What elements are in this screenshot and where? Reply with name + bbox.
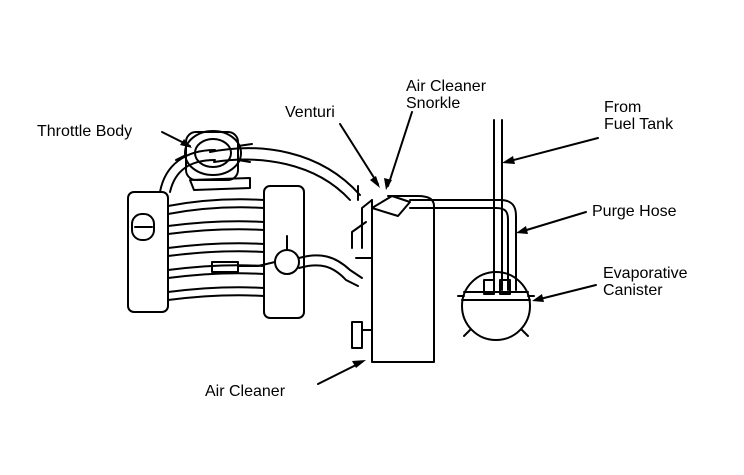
label-from-fuel-tank: From Fuel Tank (604, 99, 674, 133)
label-purge-hose: Purge Hose (592, 203, 677, 220)
fuel-tank-line (493, 119, 503, 291)
purge-hose-line (409, 199, 517, 291)
air-cleaner-housing (351, 185, 435, 363)
label-evaporative-canister: Evaporative Canister (603, 265, 688, 299)
label-air-cleaner-snorkle: Air Cleaner Snorkle (406, 78, 487, 112)
label-throttle-body: Throttle Body (37, 123, 133, 140)
vacuum-line (211, 235, 363, 287)
evaporative-canister-part (457, 271, 535, 341)
label-venturi: Venturi (285, 104, 335, 121)
throttle-body-part (175, 130, 253, 191)
leader-arrows (161, 111, 599, 385)
label-air-cleaner: Air Cleaner (205, 383, 286, 400)
intake-manifold (127, 147, 361, 319)
